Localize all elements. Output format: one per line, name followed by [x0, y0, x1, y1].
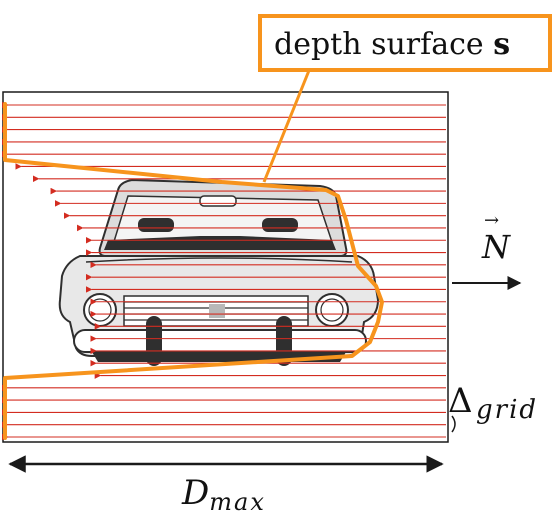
car-bumper [73, 329, 367, 353]
car-headrest-right [262, 218, 298, 232]
car-dashboard [104, 236, 336, 250]
normal-vector-arrow-glyph: → [484, 210, 499, 231]
grid-delta-symbol: Δ [448, 381, 473, 421]
depth-surface-label: depth surface s [274, 27, 510, 62]
callout-leader [262, 67, 312, 183]
volume-frame [2, 91, 449, 443]
car-mirror [199, 195, 237, 207]
grid-spacing-brace [451, 415, 456, 433]
grid-spacing-label: Δ grid [448, 381, 538, 433]
normal-vector-label: N [481, 228, 511, 266]
car-hood-line [85, 257, 353, 263]
ray-group [2, 101, 446, 441]
car-headrest-left [138, 218, 174, 232]
normal-vector: → N [452, 210, 522, 290]
depth-surface-line [3, 102, 384, 440]
car-headlight-left-inner [88, 298, 112, 322]
grid-subscript: grid [476, 395, 538, 425]
dmax-label: Dmax [181, 473, 266, 516]
depth-surface-callout-box [258, 14, 552, 72]
car-badge [209, 304, 225, 318]
dmax-dimension: Dmax [8, 455, 444, 516]
car-headlight-right-inner [320, 298, 344, 322]
